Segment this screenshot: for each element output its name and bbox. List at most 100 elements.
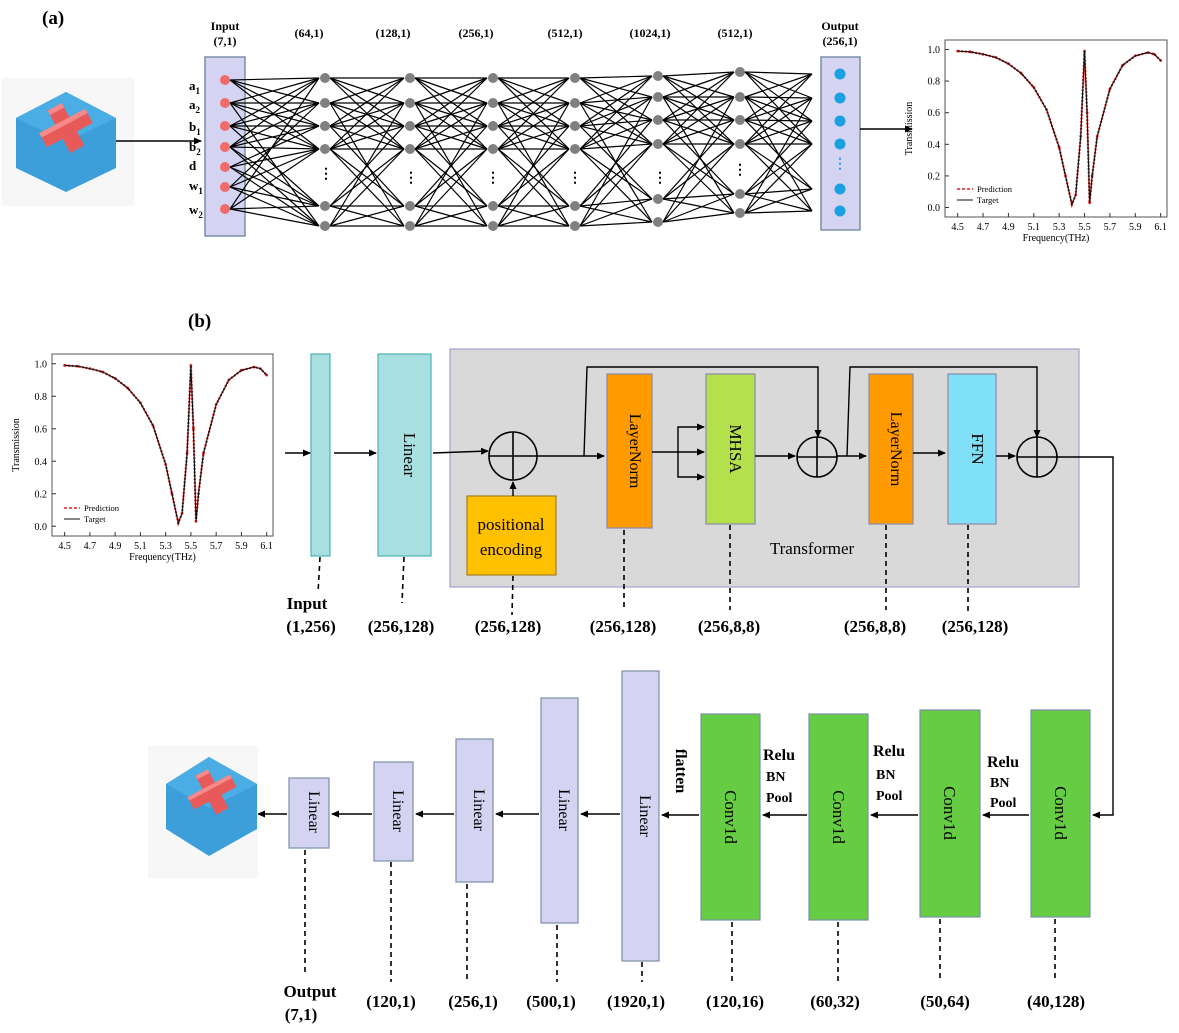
network-edge — [744, 73, 813, 145]
x-axis-label: Frequency(THz) — [129, 552, 196, 563]
y-tick-label: 1.0 — [35, 359, 48, 370]
network-edge — [579, 75, 653, 150]
x-tick-label: 5.1 — [134, 541, 147, 552]
hidden-node-2-4 — [405, 201, 415, 211]
hidden-node-5-2 — [653, 115, 663, 125]
pool-label-1: Pool — [990, 796, 1017, 811]
decoder-linear-label-3: Linear — [470, 789, 487, 831]
hidden-node-4-5 — [570, 221, 580, 231]
network-edge — [497, 102, 570, 150]
y-tick-label: 0.6 — [35, 424, 48, 435]
x-tick-label: 5.5 — [1078, 222, 1091, 233]
network-edge — [497, 77, 570, 127]
hidden-shape-2: (128,1) — [376, 26, 411, 40]
relu-label-3: Relu — [763, 747, 795, 764]
network-edge — [497, 77, 570, 150]
legend-label-target: Target — [84, 514, 106, 524]
hidden-node-3-4 — [488, 201, 498, 211]
svg-text:⋮: ⋮ — [486, 171, 500, 186]
network-edge — [229, 77, 320, 81]
network-edge — [662, 75, 735, 121]
network-edge — [229, 102, 320, 148]
input-node-0-4 — [220, 162, 230, 172]
network-edge — [579, 119, 653, 207]
residual-connection-2 — [846, 366, 1041, 457]
network-edge — [229, 148, 320, 210]
hidden-node-4-3 — [570, 144, 580, 154]
network-edge — [497, 148, 570, 207]
activation-annotations: Relu BN Pool Relu BN Pool Relu BN Pool — [763, 743, 1019, 811]
svg-text:⋮: ⋮ — [568, 171, 582, 186]
mhsa-box — [705, 373, 756, 525]
network-edge — [579, 96, 653, 227]
add-op-1 — [488, 431, 538, 481]
y-tick-label: 0.0 — [35, 522, 48, 533]
pe-shape: (256,128) — [475, 617, 542, 636]
network-edge — [744, 143, 813, 214]
layernorm-1-box — [606, 373, 653, 529]
network-edge — [329, 102, 405, 150]
input-node-0-0 — [220, 75, 230, 85]
input-label-b1: b1 — [189, 119, 201, 137]
network-edge — [229, 186, 320, 227]
layernorm-to-mhsa-arrows — [652, 423, 705, 481]
network-edge — [662, 71, 735, 77]
legend-label-prediction: Prediction — [84, 503, 120, 513]
conv-shape-3: (60,32) — [810, 992, 860, 1011]
shape-guides-bottom — [304, 850, 1056, 982]
ffn-box — [947, 373, 997, 525]
network-edge — [229, 77, 320, 104]
network-edge — [579, 205, 653, 223]
conv1d-box-4 — [700, 713, 761, 921]
network-edge — [662, 193, 735, 223]
input-node-0-2 — [220, 121, 230, 131]
layernorm-2-box — [868, 373, 914, 525]
decoder-linear-label-2: Linear — [555, 789, 572, 831]
conv1d-box-3 — [808, 713, 869, 921]
x-tick-label: 4.7 — [84, 541, 97, 552]
network-edge — [662, 119, 735, 145]
output-shape-b: (7,1) — [285, 1005, 318, 1024]
y-tick-label: 0.4 — [928, 140, 941, 151]
y-tick-label: 0.6 — [928, 108, 941, 119]
network-edge — [414, 205, 488, 227]
network-edge — [662, 75, 735, 98]
hidden-node-1-4 — [320, 201, 330, 211]
input-label-a2: a2 — [189, 97, 201, 115]
input-label-b: Input — [287, 594, 328, 613]
hidden-node-6-1 — [735, 92, 745, 102]
relu-label-1: Relu — [987, 754, 1019, 771]
decoder-linear-label-4: Linear — [389, 790, 406, 832]
network-edge — [414, 148, 488, 207]
y-tick-label: 0.8 — [928, 77, 941, 88]
hidden-node-5-0 — [653, 71, 663, 81]
x-tick-label: 5.3 — [159, 541, 172, 552]
conv1d-box-1 — [1030, 709, 1091, 918]
network-edge — [229, 77, 320, 210]
panel-a-label: (a) — [42, 8, 64, 29]
network-edge — [662, 212, 735, 223]
network-edge — [414, 125, 488, 150]
network-edge — [497, 77, 570, 104]
hidden-node-1-3 — [320, 144, 330, 154]
hidden-node-6-5 — [735, 208, 745, 218]
network-edge — [579, 143, 653, 150]
hidden-node-5-3 — [653, 139, 663, 149]
svg-text:⋮: ⋮ — [653, 171, 667, 186]
input-label-d: d — [189, 158, 197, 173]
network-edge — [744, 120, 813, 145]
hidden-node-3-1 — [488, 98, 498, 108]
output-title: Output — [821, 19, 858, 33]
y-tick-label: 0.8 — [35, 392, 48, 403]
panel-b-label: (b) — [188, 311, 211, 332]
network-edge — [579, 143, 653, 227]
point-prediction — [956, 49, 960, 53]
network-edge — [744, 193, 813, 212]
hidden-node-3-5 — [488, 221, 498, 231]
y-tick-label: 0.2 — [35, 489, 48, 500]
network-edge — [662, 96, 735, 223]
x-tick-label: 5.1 — [1028, 222, 1041, 233]
conv1d-box-2 — [919, 709, 981, 918]
network-edge — [579, 96, 653, 150]
